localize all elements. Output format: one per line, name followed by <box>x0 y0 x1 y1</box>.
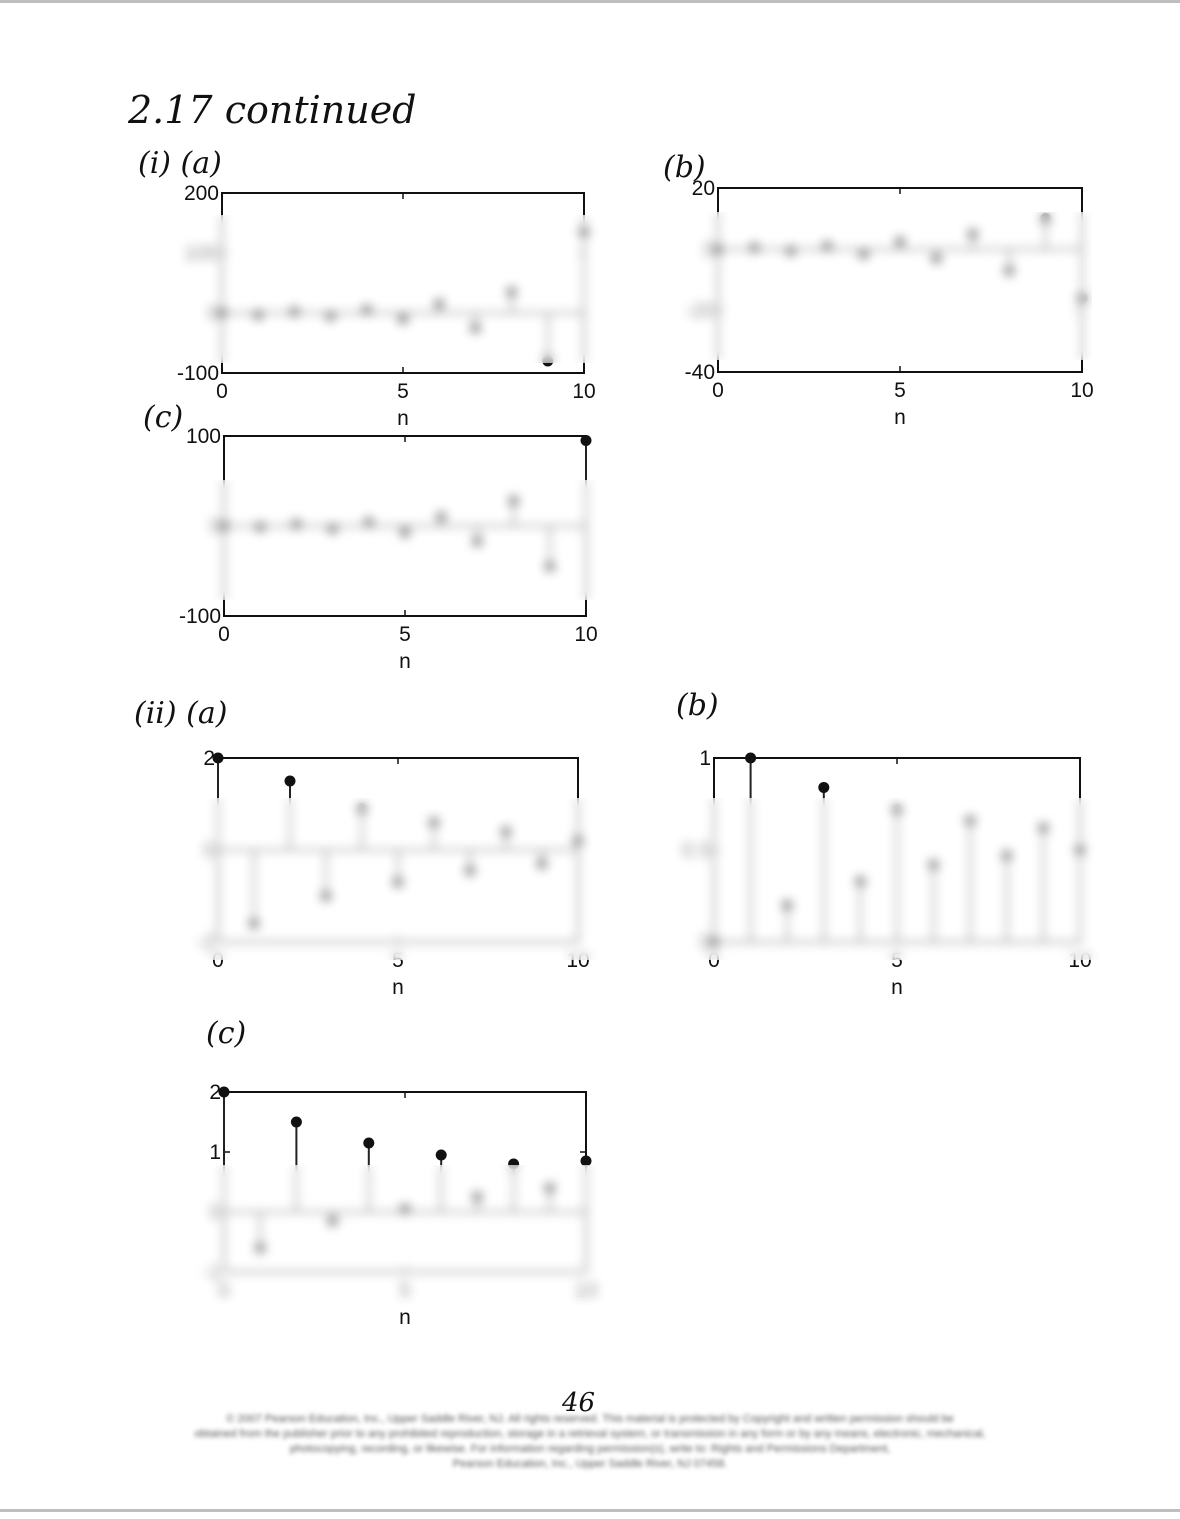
y-tick-label: -40 <box>685 361 715 384</box>
x-tick-label: 0 <box>216 380 228 403</box>
panel-label-ii-a: (ii) (a) <box>134 696 228 731</box>
x-tick-label: 5 <box>894 379 906 402</box>
top-scan-edge <box>0 0 1180 3</box>
stem-marker <box>580 1155 592 1167</box>
bottom-scan-edge <box>0 1509 1180 1512</box>
x-tick-label: 5 <box>397 380 409 403</box>
blur-overlay-i-b <box>648 212 1092 360</box>
copyright-footer: © 2007 Pearson Education, Inc., Upper Sa… <box>50 1412 1130 1472</box>
y-tick-label: -100 <box>177 362 219 385</box>
panel-label-ii-b: (b) <box>676 688 719 723</box>
panel-label-i-c: (c) <box>143 400 184 435</box>
y-tick-label: 200 <box>184 182 219 205</box>
stem-marker <box>290 1116 302 1128</box>
footer-line: photocopying, recording, or likewise. Fo… <box>289 1443 891 1455</box>
stem-marker <box>818 781 830 793</box>
x-axis-label: n <box>891 976 903 999</box>
blur-overlay-i-c <box>140 480 600 600</box>
x-axis-label: n <box>399 650 411 673</box>
x-tick-label: 0 <box>712 379 724 402</box>
x-tick-label: 0 <box>218 623 230 646</box>
x-axis-label: n <box>397 407 409 430</box>
x-tick-label: 0 <box>708 949 720 972</box>
y-tick-label: -100 <box>179 605 221 628</box>
panel-label-i-a: (i) (a) <box>138 146 222 181</box>
blur-overlay-ii-c <box>150 1165 606 1305</box>
x-tick-label: 5 <box>891 949 903 972</box>
page-title: 2.17 continued <box>128 88 417 132</box>
stem-marker <box>363 1137 375 1149</box>
footer-line: © 2007 Pearson Education, Inc., Upper Sa… <box>226 1413 954 1425</box>
panel-label-ii-c: (c) <box>206 1016 247 1051</box>
stem-marker <box>745 752 757 764</box>
blur-overlay-ii-a <box>150 798 600 960</box>
y-tick-label: 20 <box>692 177 715 200</box>
x-tick-label: 10 <box>574 623 597 646</box>
stem-marker <box>580 435 592 446</box>
y-tick-label: 2 <box>209 1081 221 1104</box>
y-tick-label: 1 <box>209 1141 221 1164</box>
x-axis-label: n <box>392 976 404 999</box>
footer-line: obtained from the publisher prior to any… <box>194 1428 986 1440</box>
stem-marker <box>218 1086 230 1098</box>
x-axis-label: n <box>894 406 906 429</box>
stem-marker <box>284 775 296 787</box>
x-tick-label: 5 <box>399 623 411 646</box>
footer-line: Pearson Education, Inc., Upper Saddle Ri… <box>452 1458 728 1470</box>
x-tick-label: 5 <box>392 949 404 972</box>
panel-label-i-b: (b) <box>663 150 706 185</box>
x-tick-label: 10 <box>572 380 595 403</box>
stem-marker <box>435 1149 447 1161</box>
page-number: 46 <box>562 1388 596 1418</box>
blur-overlay-ii-b <box>640 798 1102 960</box>
x-tick-label: 0 <box>212 949 224 972</box>
x-tick-label: 10 <box>1070 379 1093 402</box>
stem-marker <box>212 752 224 764</box>
y-tick-label: 2 <box>203 747 215 770</box>
blur-overlay-i-a <box>140 215 600 363</box>
y-tick-label: 1 <box>699 747 711 770</box>
y-tick-label: 100 <box>186 425 221 448</box>
x-axis-label: n <box>399 1306 411 1329</box>
